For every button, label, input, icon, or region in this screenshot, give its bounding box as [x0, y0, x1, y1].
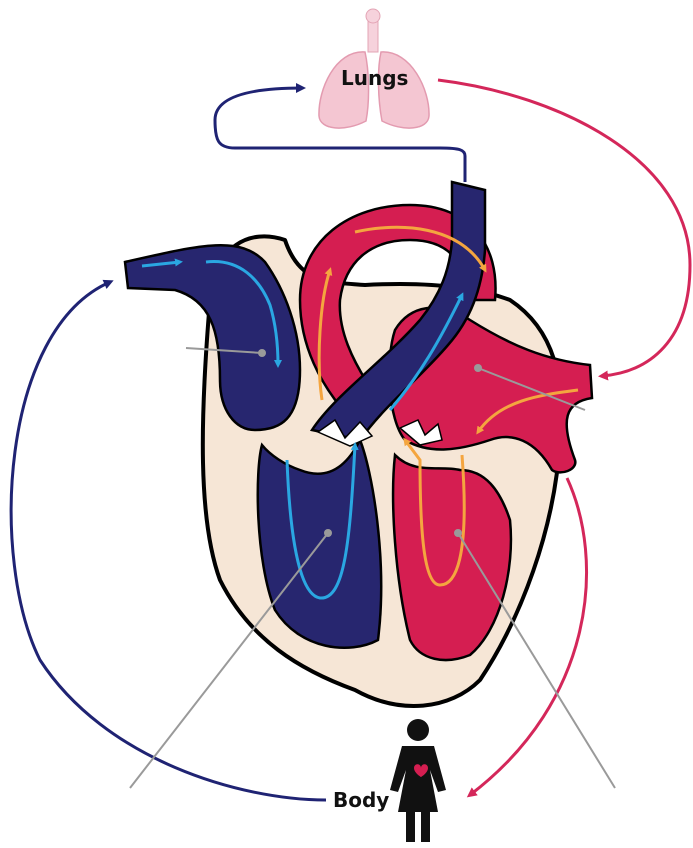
body-label: Body	[333, 788, 389, 812]
leader-dot-left-ventricle	[454, 529, 462, 537]
larynx	[366, 9, 380, 23]
person-dress	[390, 746, 446, 812]
person-left-leg	[406, 812, 415, 842]
leader-dot-right-ventricle	[324, 529, 332, 537]
person-icon	[390, 719, 446, 842]
lungs-label: Lungs	[341, 66, 408, 90]
person-head	[407, 719, 429, 741]
person-right-leg	[421, 812, 430, 842]
leader-dot-left-atrium	[474, 364, 482, 372]
leader-dot-right-atrium	[258, 349, 266, 357]
